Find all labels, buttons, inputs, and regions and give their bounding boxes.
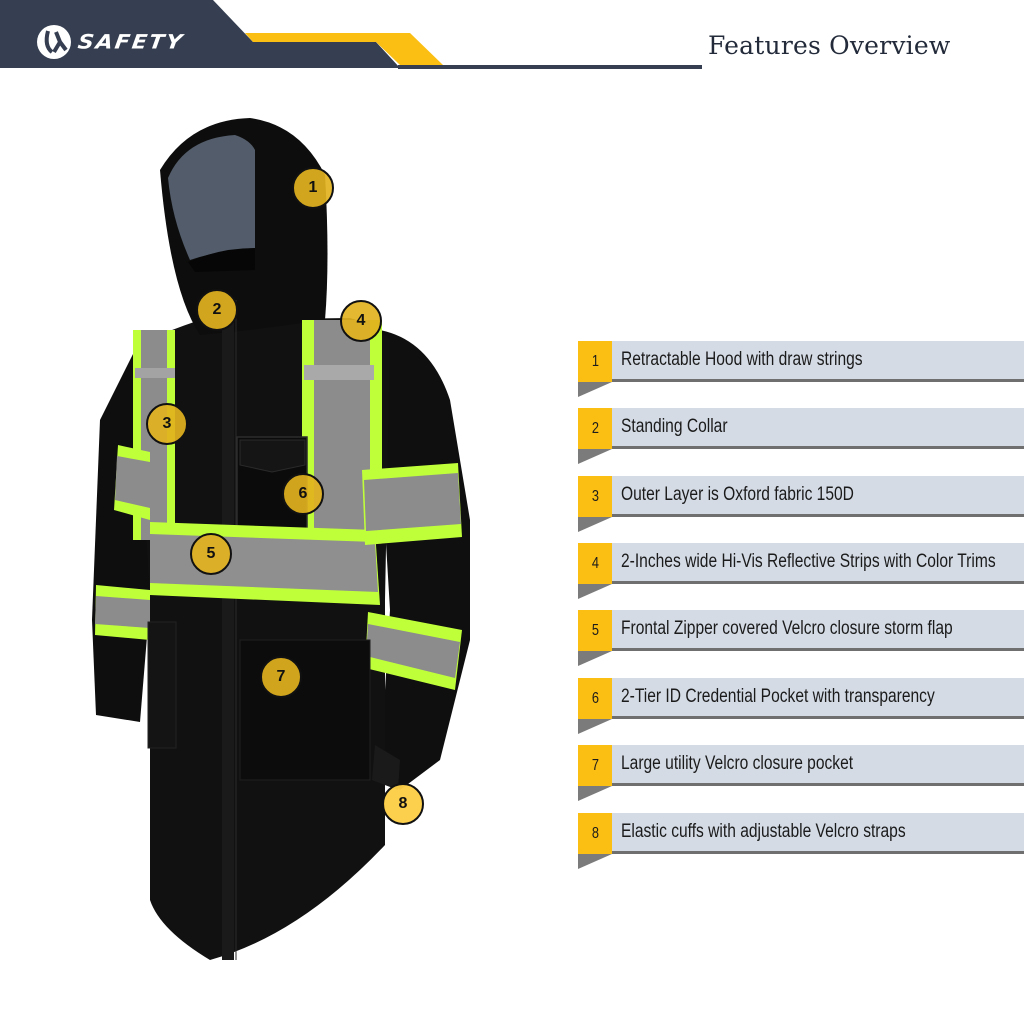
feature-number-badge: 8 (578, 813, 612, 854)
feature-number-badge: 4 (578, 543, 612, 584)
jacket-illustration (92, 118, 470, 960)
callout-1: 1 (292, 167, 334, 209)
feature-bar: Large utility Velcro closure pocket (612, 745, 1024, 786)
callout-6: 6 (282, 473, 324, 515)
feature-label: Standing Collar (621, 416, 728, 437)
feature-number-badge: 2 (578, 408, 612, 449)
ribbon-tail (578, 854, 612, 869)
header-graphic (0, 0, 702, 69)
brand-name: SAFETY (76, 30, 186, 54)
feature-number-badge: 3 (578, 476, 612, 517)
feature-number-badge: 7 (578, 745, 612, 786)
feature-label: Elastic cuffs with adjustable Velcro str… (621, 821, 906, 842)
callout-number: 8 (398, 795, 408, 812)
feature-label: 2-Tier ID Credential Pocket with transpa… (621, 686, 935, 707)
ribbon-tail (578, 449, 612, 464)
callout-5: 5 (190, 533, 232, 575)
feature-item-8: 8 Elastic cuffs with adjustable Velcro s… (578, 813, 1024, 871)
feature-bar: Elastic cuffs with adjustable Velcro str… (612, 813, 1024, 854)
callout-number: 5 (206, 545, 216, 562)
callout-7: 7 (260, 656, 302, 698)
ribbon-tail (578, 517, 612, 532)
jk-logo-icon (34, 22, 74, 62)
callout-8: 8 (382, 783, 424, 825)
feature-item-5: 5 Frontal Zipper covered Velcro closure … (578, 610, 1024, 668)
feature-label: 2-Inches wide Hi-Vis Reflective Strips w… (621, 551, 996, 572)
page-title: Features Overview (708, 31, 951, 60)
feature-label: Outer Layer is Oxford fabric 150D (621, 484, 854, 505)
feature-number-badge: 6 (578, 678, 612, 719)
callout-3: 3 (146, 403, 188, 445)
feature-number-badge: 1 (578, 341, 612, 382)
feature-item-1: 1 Retractable Hood with draw strings (578, 341, 1024, 399)
callout-number: 2 (212, 301, 222, 318)
feature-item-6: 6 2-Tier ID Credential Pocket with trans… (578, 678, 1024, 736)
ribbon-tail (578, 382, 612, 397)
ribbon-tail (578, 786, 612, 801)
callout-number: 1 (308, 179, 318, 196)
feature-bar: Frontal Zipper covered Velcro closure st… (612, 610, 1024, 651)
feature-bar: Retractable Hood with draw strings (612, 341, 1024, 382)
ribbon-tail (578, 584, 612, 599)
feature-bar: Outer Layer is Oxford fabric 150D (612, 476, 1024, 517)
callout-number: 4 (356, 312, 366, 329)
feature-bar: 2-Inches wide Hi-Vis Reflective Strips w… (612, 543, 1024, 584)
product-image (0, 100, 560, 1024)
ribbon-tail (578, 719, 612, 734)
callout-2: 2 (196, 289, 238, 331)
feature-bar: Standing Collar (612, 408, 1024, 449)
feature-item-7: 7 Large utility Velcro closure pocket (578, 745, 1024, 803)
callout-4: 4 (340, 300, 382, 342)
feature-item-4: 4 2-Inches wide Hi-Vis Reflective Strips… (578, 543, 1024, 601)
feature-number-badge: 5 (578, 610, 612, 651)
brand-logo: SAFETY (34, 22, 186, 62)
ribbon-tail (578, 651, 612, 666)
header-banner: SAFETY Features Overview (0, 0, 1024, 80)
feature-label: Retractable Hood with draw strings (621, 349, 863, 370)
feature-item-3: 3 Outer Layer is Oxford fabric 150D (578, 476, 1024, 534)
feature-item-2: 2 Standing Collar (578, 408, 1024, 466)
feature-label: Frontal Zipper covered Velcro closure st… (621, 618, 953, 639)
callout-number: 7 (276, 668, 286, 685)
feature-bar: 2-Tier ID Credential Pocket with transpa… (612, 678, 1024, 719)
callout-number: 3 (162, 415, 172, 432)
feature-label: Large utility Velcro closure pocket (621, 753, 854, 774)
callout-number: 6 (298, 485, 308, 502)
